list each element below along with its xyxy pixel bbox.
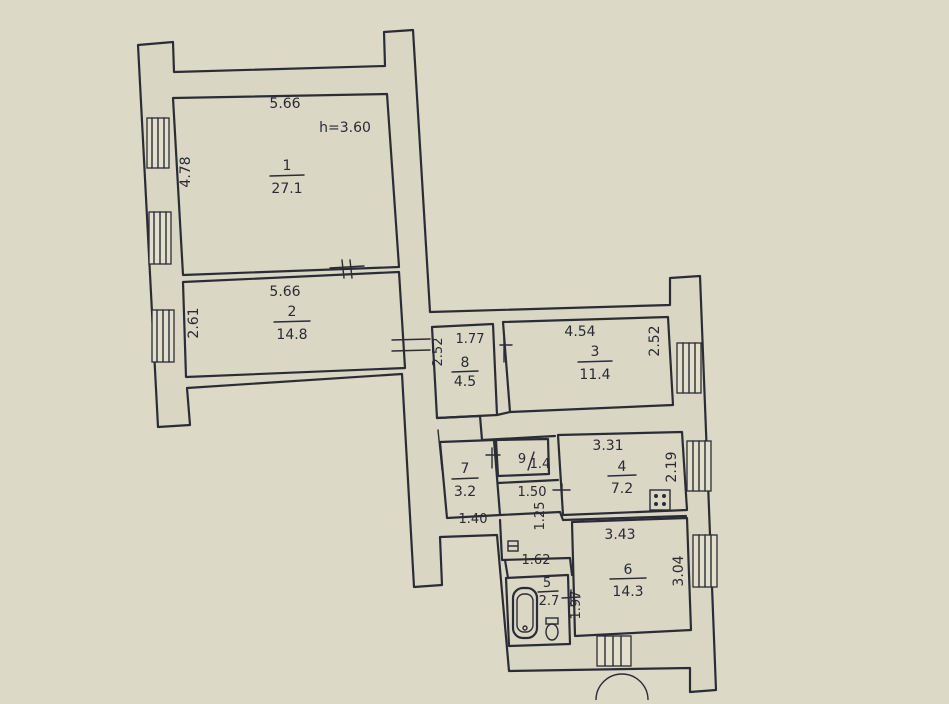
room-4-fraction-bar: [607, 474, 637, 477]
door-marks: [329, 259, 581, 607]
partition-line: [435, 414, 688, 577]
room-5-fraction-bar: [537, 590, 559, 593]
stove-icon: [649, 489, 671, 511]
room-8-width: 1.77: [456, 332, 485, 347]
ceiling-height: h=3.60: [319, 120, 371, 136]
balcony-door-room6: [596, 635, 632, 667]
bathtub-icon: [511, 586, 539, 640]
room-6-depth: 3.04: [671, 555, 687, 586]
corridor-dim-a: 1.50: [518, 485, 547, 500]
room-1-number: 1: [283, 158, 292, 174]
room-6-fraction-bar: [609, 577, 647, 580]
window-room4: [686, 440, 712, 492]
room-2-area: 14.8: [276, 327, 307, 343]
room-4-area: 7.2: [611, 481, 633, 497]
room-9-closet: [494, 437, 551, 478]
room-3-depth: 2.52: [647, 325, 663, 356]
room-3-fraction-bar: [577, 360, 613, 363]
room-7-area: 3.2: [454, 484, 476, 500]
room-9-slash: [527, 451, 535, 471]
stamp-fragment: [595, 673, 649, 701]
room-2-number: 2: [288, 304, 297, 320]
room-1-depth: 4.78: [178, 156, 194, 187]
room-9-number: 9: [518, 452, 526, 467]
corridor-dim-b: 1.25: [533, 502, 548, 531]
room-7-number: 7: [461, 461, 470, 477]
room-2: [181, 270, 407, 379]
room-9-area: 1.4: [530, 457, 551, 472]
room-1-area: 27.1: [271, 181, 302, 197]
window-room6: [692, 534, 718, 588]
room-1-fraction-bar: [269, 174, 305, 177]
room-6-width: 3.43: [604, 527, 635, 543]
room-1-width: 5.66: [269, 96, 300, 112]
room-8-depth: 2.52: [431, 338, 446, 367]
bath-width: 1.62: [522, 553, 551, 568]
room-8-fraction-bar: [451, 370, 479, 373]
room-7-width: 1.40: [459, 512, 488, 527]
room-2-depth: 2.61: [186, 307, 202, 338]
window-room1-a: [146, 117, 170, 169]
partition-line-2: [495, 410, 512, 580]
room-6-area: 14.3: [612, 584, 643, 600]
room-4-width: 3.31: [592, 438, 623, 454]
room-3-width: 4.54: [564, 324, 595, 340]
window-room1-b: [148, 211, 172, 265]
room-7-fraction-bar: [451, 477, 479, 480]
room-5-number: 5: [543, 576, 551, 591]
toilet-icon: [545, 617, 559, 641]
room-3-number: 3: [591, 344, 600, 360]
room-1: [171, 92, 401, 277]
room-8-area: 4.5: [454, 374, 476, 390]
room-8-number: 8: [461, 355, 470, 371]
room-5-depth: 1.97: [569, 591, 584, 620]
room-3-area: 11.4: [579, 367, 610, 383]
room-4-depth: 2.19: [664, 451, 680, 482]
room-6-number: 6: [624, 562, 633, 578]
room-2-width: 5.66: [269, 284, 300, 300]
room-2-fraction-bar: [273, 320, 311, 323]
room-3: [501, 315, 675, 414]
room-4-number: 4: [618, 459, 627, 475]
window-room3: [676, 342, 702, 394]
window-room2: [151, 309, 175, 363]
room-5-area: 2.7: [539, 594, 560, 609]
sink-icon: [507, 540, 519, 552]
